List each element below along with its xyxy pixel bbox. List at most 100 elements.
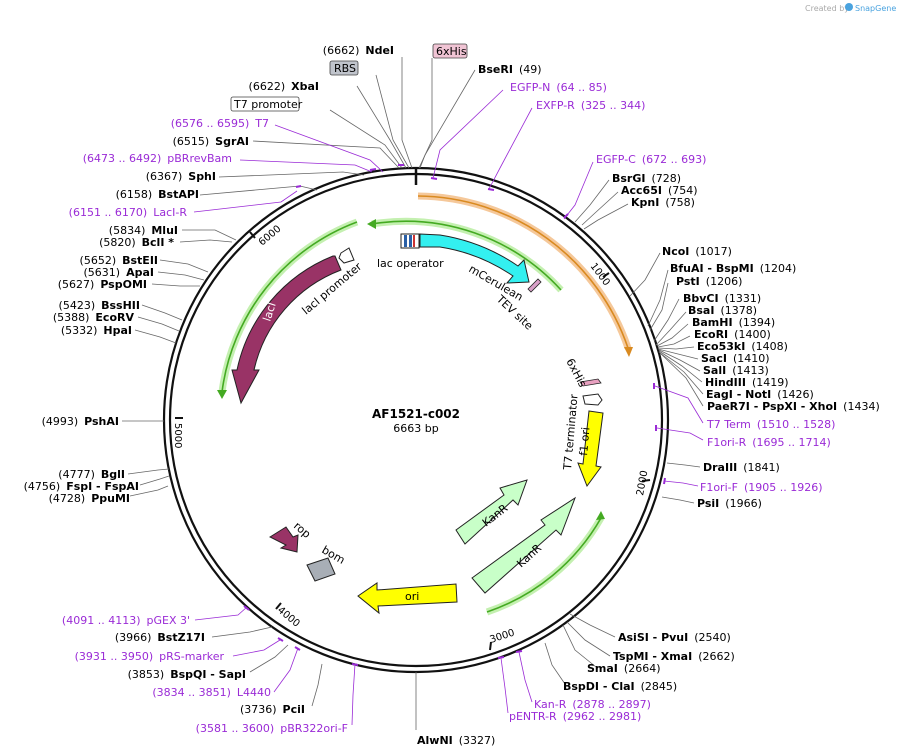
primer-leader-line	[500, 657, 509, 714]
leader-line	[658, 351, 704, 395]
primer-leader-line	[663, 480, 699, 487]
primer-leader-line	[232, 639, 281, 657]
box-labels: RBS 6xHis T7 promoter	[230, 43, 468, 112]
bom-box	[306, 557, 336, 582]
laci-promoter-marker	[338, 247, 355, 264]
leader-line	[157, 271, 205, 281]
primer-mark-pbr322ori-f	[351, 663, 359, 666]
site-label: TspMI - XmaI(2662)	[613, 650, 735, 663]
his-label: 6xHis	[436, 45, 467, 58]
site-label: BfuAI - BspMI(1204)	[670, 262, 796, 275]
kanr-arrow-2	[471, 496, 577, 594]
tick-mark	[641, 479, 651, 482]
site-label: BbvCI(1331)	[683, 292, 761, 305]
lac-operator-stripe	[404, 235, 407, 247]
primer-label: (3834 .. 3851)L4440	[152, 686, 271, 699]
primer-mark-l4440	[294, 646, 301, 651]
t7-promoter-box	[230, 96, 300, 112]
site-label: (6515)SgrAI	[173, 135, 249, 148]
site-label: (3736)PciI	[240, 703, 305, 716]
site-label: BsaI(1378)	[688, 304, 757, 317]
restriction-sites: (6662)NdeI (6622)XbaI (6515)SgrAI (6367)…	[24, 44, 880, 747]
leader-line	[179, 239, 233, 243]
snapgene-logo-icon	[845, 3, 853, 11]
site-label: BspDI - ClaI(2845)	[563, 680, 677, 693]
site-label: (4728)PpuMI	[49, 492, 130, 505]
site-label: (5423)BssHII	[59, 299, 140, 312]
primer-label: EGFP-N(64 .. 85)	[510, 81, 607, 94]
tick-mark	[249, 231, 256, 239]
primer-label: pENTR-R(2962 .. 2981)	[509, 710, 641, 723]
site-label: (5627)PspOMI	[58, 278, 147, 291]
primer-leader-line	[518, 651, 533, 703]
primer-leader-line	[194, 606, 248, 621]
primer-mark-egfp-c	[563, 213, 569, 219]
leader-line	[329, 109, 403, 169]
feature-label-6xhis: 6xHis	[563, 356, 589, 389]
leader-line	[657, 346, 695, 350]
orf-arc-green-left-arrowhead	[217, 390, 227, 399]
his-tag-marker	[579, 378, 602, 387]
site-label: (6158)BstAPI	[116, 188, 199, 201]
site-label: Eco53kI(1408)	[697, 340, 788, 353]
leader-line	[659, 352, 704, 407]
leader-line	[252, 140, 400, 169]
snapgene-logo: Created by SnapGene	[805, 3, 896, 13]
site-label: (6662)NdeI	[323, 44, 394, 57]
leader-line	[129, 485, 169, 497]
primer-label: (3931 .. 3950)pRS-marker	[75, 650, 225, 663]
site-label: EagI - NotI(1426)	[706, 388, 814, 401]
leader-line	[182, 229, 237, 241]
site-label: (5631)ApaI	[84, 266, 154, 279]
primer-mark-laci-r	[295, 185, 302, 188]
feature-label-ori: ori	[405, 590, 419, 603]
mcerulean-arrow	[419, 233, 530, 284]
site-label: DraIII(1841)	[703, 461, 780, 474]
leader-line	[211, 626, 273, 638]
primer-leader-line	[563, 161, 594, 220]
primer-mark-exfp-r	[487, 188, 495, 191]
leader-line	[656, 323, 689, 347]
laci-arrow	[231, 255, 342, 405]
feature-label-t7-terminator: T7 terminator	[561, 393, 581, 471]
site-label: SalI(1413)	[703, 364, 769, 377]
site-label: SacI(1410)	[701, 352, 770, 365]
site-label: PaeR7I - PspXI - XhoI(1434)	[707, 400, 880, 413]
leader-line	[356, 85, 407, 169]
rbs-label: RBS	[334, 62, 356, 75]
plasmid-name: AF1521-c002	[372, 407, 460, 421]
site-label: AsiSI - PvuI(2540)	[618, 631, 731, 644]
leader-line	[647, 269, 669, 327]
t7-promoter-label: T7 promoter	[233, 98, 303, 111]
leader-line	[653, 298, 680, 342]
primer-leader-line	[239, 159, 373, 173]
ori-arrow	[357, 582, 458, 615]
leader-line	[139, 475, 170, 486]
site-label: BseRI(49)	[478, 63, 542, 76]
primer-label: F1ori-F(1905 .. 1926)	[700, 481, 823, 494]
brand-name: SnapGene	[855, 4, 896, 13]
leader-lines	[122, 57, 704, 730]
leader-line	[657, 335, 691, 348]
t7-terminator-marker	[582, 393, 603, 406]
lac-operator-stripe	[413, 235, 415, 247]
orf-arc-green-top	[371, 220, 562, 291]
primer-leader-line	[656, 427, 704, 441]
leader-line	[159, 259, 209, 273]
leader-line	[658, 350, 703, 383]
site-label: BsrGI(728)	[612, 172, 681, 185]
primer-label: EXFP-R(325 .. 344)	[536, 99, 645, 112]
primer-mark-pentr-r	[497, 656, 505, 659]
plasmid-length: 6663 bp	[393, 422, 438, 435]
orf-arc	[417, 195, 629, 349]
feature-label-f1-ori: f1 ori	[577, 427, 592, 457]
site-label: (5388)EcoRV	[53, 311, 135, 324]
tick-label: 2000	[635, 470, 650, 497]
primer-mark-prs-marker	[277, 637, 284, 642]
tick-label: 5000	[172, 423, 183, 448]
leader-line	[629, 252, 661, 297]
leader-line	[218, 171, 365, 178]
leader-line	[137, 316, 180, 332]
leader-line	[134, 329, 177, 344]
